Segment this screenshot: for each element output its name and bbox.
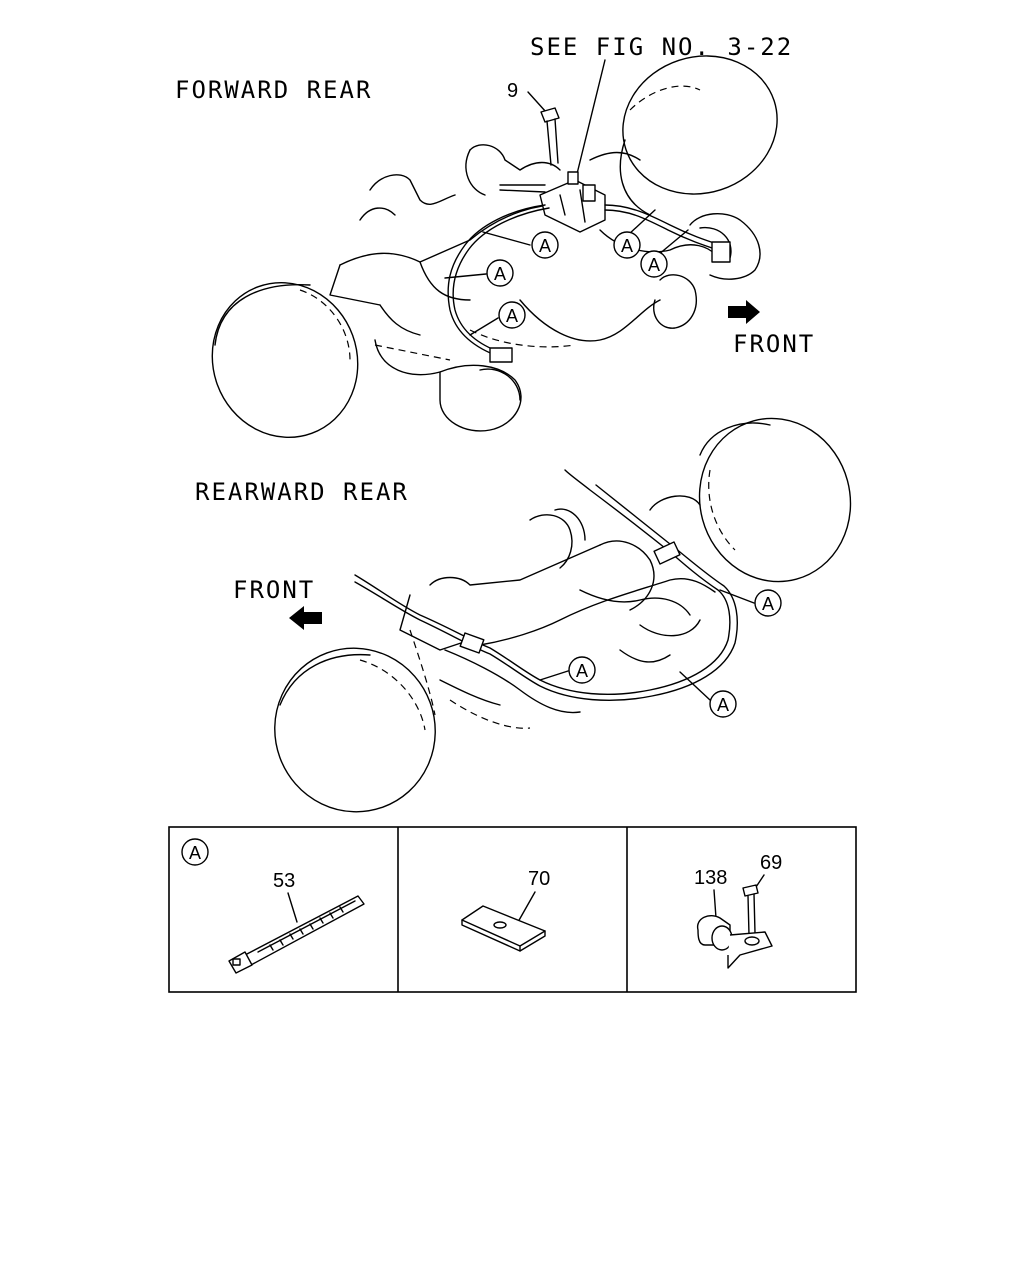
rearward-clip-callouts: A A A <box>539 589 782 718</box>
forward-left-wheel <box>211 281 359 439</box>
rearward-rear-view: REARWARD REAR FRONT <box>195 417 852 813</box>
svg-text:A: A <box>576 661 588 681</box>
svg-text:A: A <box>621 236 633 256</box>
cable-tie-icon <box>228 895 365 974</box>
parts-cell-callout: A <box>189 843 201 863</box>
parts-cell-pad: 70 <box>461 868 550 952</box>
forward-front-arrow-icon <box>728 300 760 324</box>
forward-rear-view: FORWARD REAR SEE FIG NO. 3-22 9 <box>175 33 815 439</box>
svg-text:A: A <box>539 236 551 256</box>
forward-wiring-harness <box>447 184 731 363</box>
clip-138-icon <box>696 914 773 969</box>
rearward-left-wheel <box>274 647 436 813</box>
rearward-right-wheel <box>649 417 852 583</box>
parts-table: A 53 70 138 69 <box>168 826 857 993</box>
parts-cell-cable-tie: A 53 <box>181 838 365 974</box>
forward-front-label: FRONT <box>733 330 815 358</box>
part-number-70: 70 <box>528 868 550 890</box>
svg-text:A: A <box>506 306 518 326</box>
see-fig-leader <box>574 59 606 183</box>
part-number-69: 69 <box>760 852 782 874</box>
forward-clip-callouts: A A A A A <box>444 209 689 336</box>
pad-icon <box>461 905 546 952</box>
bolt-9-leader <box>527 91 547 113</box>
svg-text:A: A <box>762 594 774 614</box>
bolt-9-icon <box>540 107 560 166</box>
part-number-53: 53 <box>273 870 295 892</box>
see-fig-reference: SEE FIG NO. 3-22 <box>530 33 793 61</box>
part-label-9: 9 <box>507 80 518 102</box>
rearward-front-arrow-icon <box>289 606 322 630</box>
svg-text:A: A <box>494 264 506 284</box>
forward-rear-title: FORWARD REAR <box>175 76 372 104</box>
valve-assembly <box>539 171 606 233</box>
rearward-wiring-harness <box>354 469 738 702</box>
bolt-69-icon <box>742 884 759 936</box>
svg-text:A: A <box>717 695 729 715</box>
part-number-138: 138 <box>694 867 727 889</box>
svg-text:A: A <box>648 255 660 275</box>
forward-right-wheel <box>589 55 778 216</box>
rearward-rear-title: REARWARD REAR <box>195 478 409 506</box>
parts-cell-clip-bolt: 138 69 <box>694 852 782 969</box>
rearward-front-label: FRONT <box>233 576 315 604</box>
